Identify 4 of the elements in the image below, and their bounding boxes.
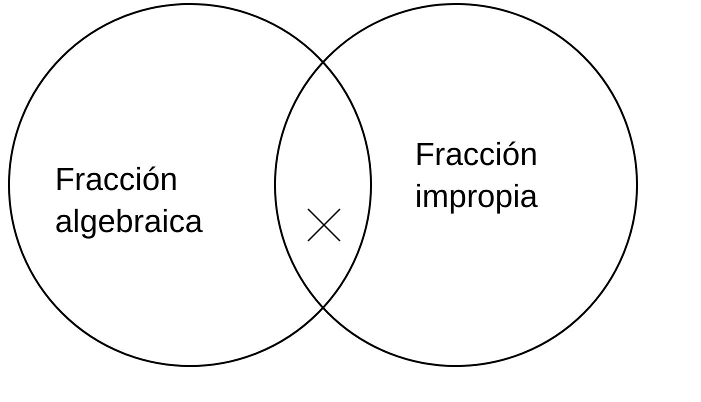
set-label: Fracción impropia	[415, 135, 539, 216]
set-circle	[274, 3, 638, 367]
set-label: Fracción algebraica	[55, 160, 204, 241]
set-circle	[8, 3, 372, 367]
